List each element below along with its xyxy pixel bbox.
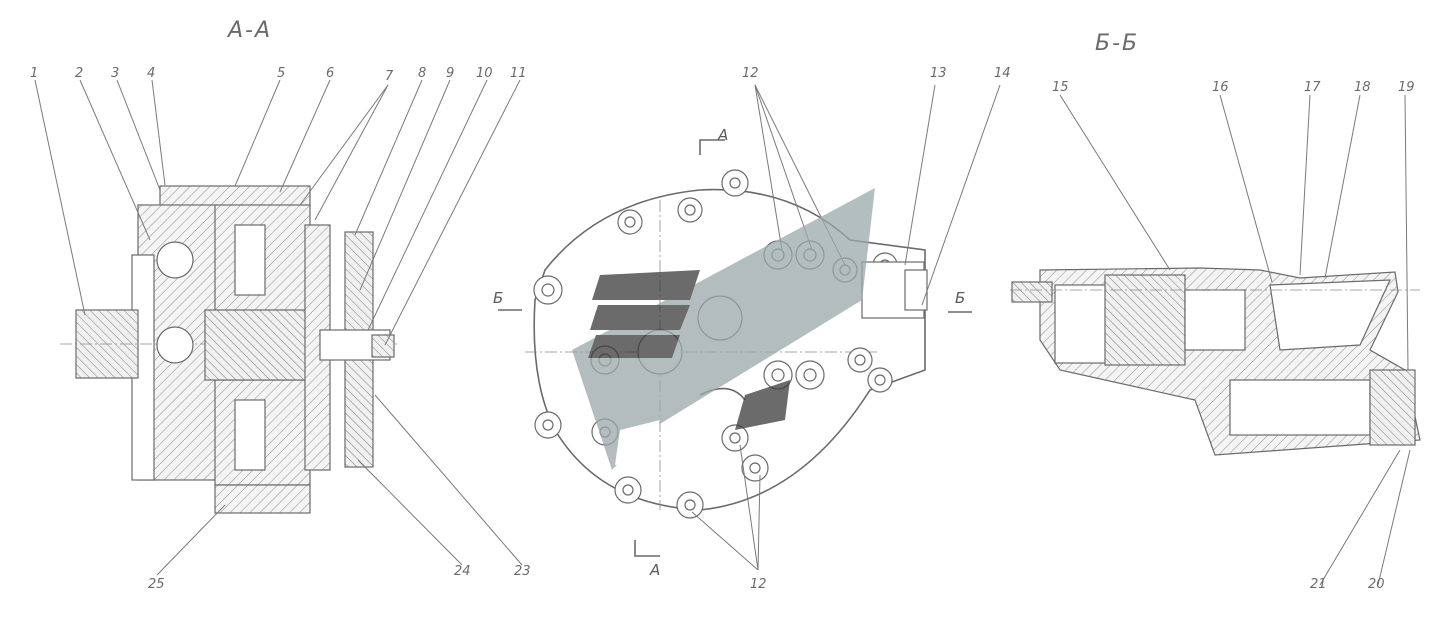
upper-bearing xyxy=(234,224,266,296)
callout-9: 9 xyxy=(446,66,454,81)
callout-2: 2 xyxy=(75,66,83,81)
callout-16: 16 xyxy=(1212,80,1229,95)
section-mark-right: Б xyxy=(955,289,965,307)
callout-12-bottom: 12 xyxy=(750,577,767,592)
callout-6: 6 xyxy=(326,66,334,81)
spindle-nut xyxy=(371,334,395,358)
callout-21: 21 xyxy=(1310,577,1327,592)
leader-lines-bb xyxy=(1059,94,1411,586)
callout-17: 17 xyxy=(1304,80,1321,95)
upper-chamber-bb xyxy=(1269,279,1391,351)
callout-11: 11 xyxy=(510,66,527,81)
mid-gear-circle xyxy=(156,326,194,364)
callout-7: 7 xyxy=(385,69,394,84)
leader-lines-center xyxy=(691,84,1001,571)
callout-18: 18 xyxy=(1354,80,1371,95)
lower-bore-bb xyxy=(1229,379,1371,436)
watermark-logo xyxy=(572,188,875,470)
callout-14: 14 xyxy=(994,66,1011,81)
callout-23: 23 xyxy=(514,564,531,579)
callout-1: 1 xyxy=(30,66,38,81)
section-mark-top: А xyxy=(717,126,728,144)
section-arrow-bottom xyxy=(634,540,660,557)
section-mark-bottom: А xyxy=(649,561,660,579)
callout-13: 13 xyxy=(930,66,947,81)
callout-10: 10 xyxy=(476,66,493,81)
gear-bb xyxy=(1104,274,1186,366)
title-section-aa: А-А xyxy=(226,18,272,43)
callout-20: 20 xyxy=(1368,577,1385,592)
plug-bb xyxy=(1369,369,1416,446)
callout-8: 8 xyxy=(418,66,426,81)
left-bore-bb xyxy=(1054,284,1111,364)
callout-5: 5 xyxy=(277,66,285,81)
callout-19: 19 xyxy=(1398,80,1415,95)
section-bb-view xyxy=(1010,94,1421,586)
bottom-gear xyxy=(214,484,311,514)
callout-3: 3 xyxy=(111,66,119,81)
mid-cavity-bb xyxy=(1184,289,1246,351)
callout-24: 24 xyxy=(454,564,471,579)
stud-bb xyxy=(1011,281,1053,303)
callout-12-top: 12 xyxy=(742,66,759,81)
upper-gear-rim xyxy=(159,185,311,207)
section-aa-view xyxy=(34,79,523,576)
callout-4: 4 xyxy=(147,66,155,81)
callout-25: 25 xyxy=(148,577,165,592)
title-section-bb: Б-Б xyxy=(1095,31,1139,56)
leader-lines-aa xyxy=(34,79,523,576)
upper-gear-circle xyxy=(156,241,194,279)
lower-bearing xyxy=(234,399,266,471)
section-mark-left: Б xyxy=(493,289,503,307)
section-arrow-top xyxy=(699,139,725,155)
callout-15: 15 xyxy=(1052,80,1069,95)
central-hub xyxy=(204,309,316,381)
valve-cap xyxy=(904,269,928,311)
